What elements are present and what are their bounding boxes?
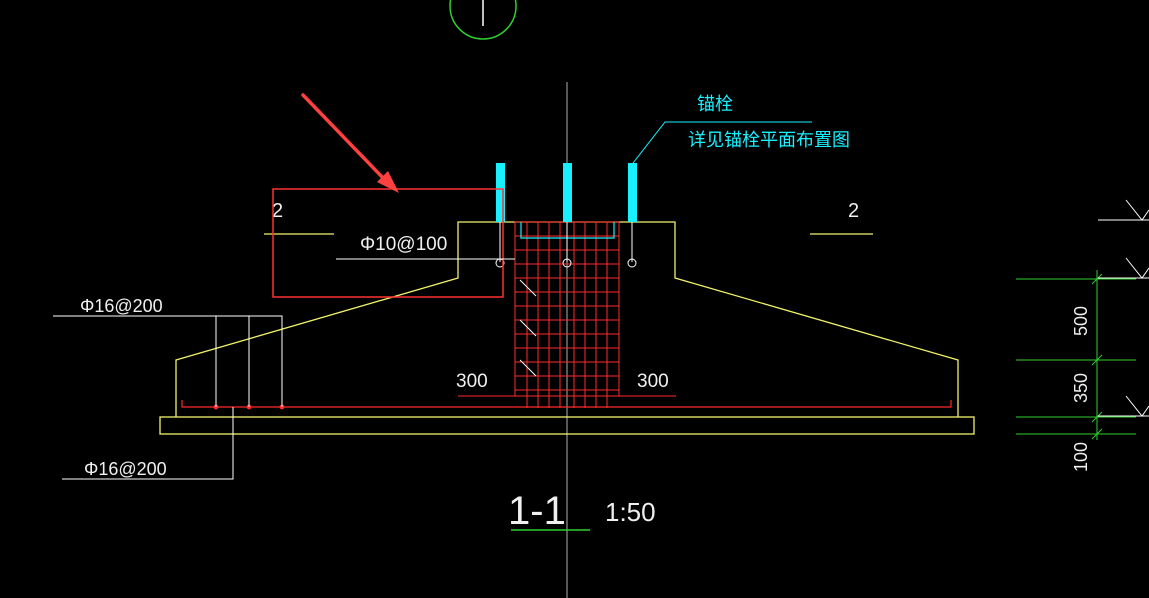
- dim-pad-height: 100: [1071, 442, 1091, 472]
- bottom-rebar-label: Φ16@200: [84, 459, 167, 479]
- dim-left-offset: 300: [456, 371, 488, 392]
- dim-slope-height: 500: [1071, 306, 1091, 336]
- cut-mark-right: 2: [848, 200, 859, 222]
- annotation-arrow: [301, 93, 399, 193]
- anchor-note-line2: 详见锚栓平面布置图: [688, 130, 850, 151]
- elevation-markers: [1098, 199, 1149, 417]
- anchor-note-line1: 锚栓: [697, 94, 733, 115]
- cut-mark-left: 2: [272, 200, 283, 222]
- axis-marker: [449, 0, 517, 40]
- anchor-leader: [632, 121, 812, 164]
- bottom-rebar-leader: [62, 407, 234, 480]
- section-title: 1-1: [508, 489, 566, 533]
- stirrup-ties: [519, 279, 537, 377]
- anchor-bolts: [495, 163, 637, 268]
- highlight-box: [272, 188, 504, 298]
- dim-right-offset: 300: [637, 371, 669, 392]
- dim-base-height: 350: [1071, 373, 1091, 403]
- vertical-dimension-chain: [1016, 270, 1136, 440]
- stirrup-label: Φ10@100: [360, 234, 447, 255]
- top-rebar-leader: [53, 315, 283, 407]
- top-rebar-label: Φ16@200: [80, 296, 163, 316]
- section-scale: 1:50: [605, 497, 656, 527]
